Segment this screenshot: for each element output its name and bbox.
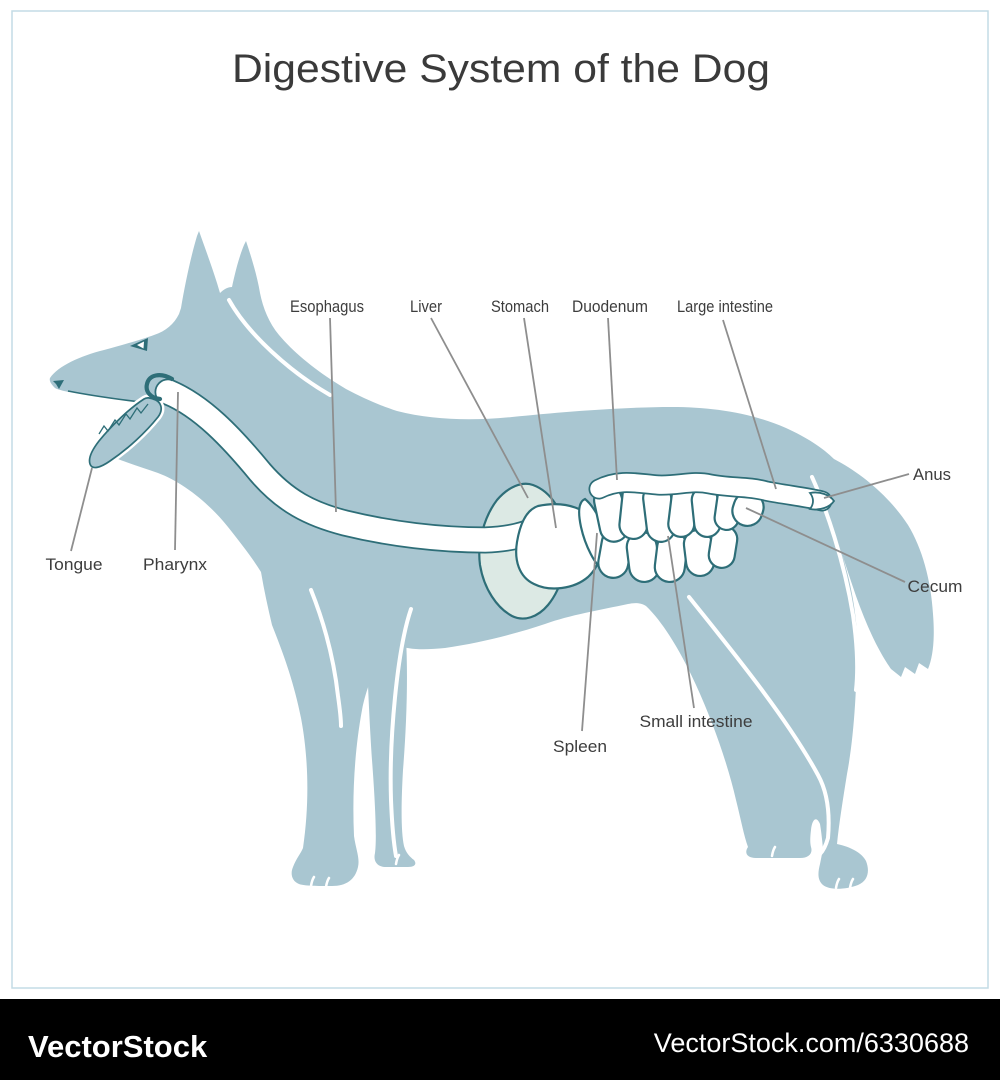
nose-tip: [53, 380, 64, 389]
far-rear-paw-toe-notch: [770, 845, 777, 858]
label-large-intestine: Large intestine: [677, 297, 773, 316]
image-border-frame: [11, 10, 989, 989]
teeth-zigzag: [98, 403, 149, 435]
leader-pharynx: [174, 391, 179, 551]
leader-liver: [430, 317, 529, 499]
esophagus-tube: [156, 380, 552, 552]
leader-duodenum: [607, 317, 618, 481]
leader-stomach: [523, 317, 557, 529]
front-paw-toe-notch: [324, 876, 331, 889]
neck-separation-line: [227, 298, 332, 397]
watermark-bar: [0, 999, 1000, 1080]
label-small-intestine: Small intestine: [640, 712, 753, 731]
leader-anus: [823, 473, 910, 499]
eye-highlight: [137, 341, 144, 349]
front-paw-toe-notch: [309, 875, 316, 888]
ear-inner-line: [179, 245, 193, 293]
label-tongue: Tongue: [46, 555, 103, 574]
leader-spleen: [581, 532, 598, 732]
watermark-site: VectorStock.com/6330688: [654, 1028, 969, 1058]
leader-small-intestine: [667, 535, 695, 709]
label-pharynx: Pharynx: [143, 555, 208, 574]
leader-tongue: [70, 467, 93, 552]
rear-paw-toe-notch: [834, 877, 841, 890]
small-intestine-coils: [592, 479, 765, 584]
large-intestine-tube: [590, 473, 831, 510]
leader-lines: [70, 317, 910, 732]
label-esophagus: Esophagus: [290, 297, 364, 316]
label-stomach: Stomach: [491, 297, 549, 316]
page-title: Digestive System of the Dog: [232, 47, 770, 91]
label-anus: Anus: [913, 465, 951, 484]
chest-separation-line: [309, 588, 343, 728]
label-spleen: Spleen: [553, 737, 607, 756]
far-front-paw-toe-notch: [394, 853, 401, 866]
label-duodenum: Duodenum: [572, 297, 648, 316]
rear-leg-separation-line: [687, 595, 831, 856]
rear-paw-toe-notch: [848, 877, 855, 890]
leader-large-intestine: [722, 319, 777, 490]
label-cecum: Cecum: [908, 577, 963, 596]
leader-esophagus: [329, 317, 337, 513]
leader-cecum: [745, 507, 906, 583]
pharynx-shape: [144, 373, 175, 402]
label-liver: Liver: [410, 297, 442, 316]
watermark-brand: VectorStock: [28, 1029, 208, 1064]
tongue-shape: [88, 397, 163, 469]
front-leg-separation-line: [388, 607, 413, 858]
